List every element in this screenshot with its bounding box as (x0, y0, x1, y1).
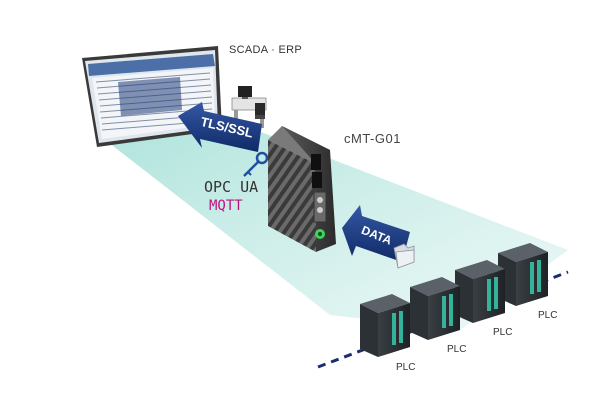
folder-icon (393, 243, 415, 269)
data-arrow (342, 205, 410, 262)
plc-label-1: PLC (396, 362, 416, 373)
plc-cabinet-1 (360, 294, 410, 357)
data-beam (108, 114, 568, 330)
plc-label-3: PLC (493, 327, 513, 338)
plc-cabinet-2 (410, 277, 460, 340)
tls-arrow (178, 102, 262, 152)
gateway-device-icon (268, 126, 336, 252)
opcua-protocol-label: OPC UA (204, 178, 259, 196)
plc-label-4: PLC (538, 310, 558, 321)
plc-cabinet-3 (455, 260, 505, 323)
plc-label-2: PLC (447, 344, 467, 355)
scada-erp-label: SCADA · ERP (229, 44, 302, 56)
device-model-label: cMT-G01 (344, 131, 401, 146)
plc-cabinet-4 (498, 243, 548, 306)
mqtt-protocol-label: MQTT (209, 198, 243, 214)
key-icon (243, 151, 269, 177)
